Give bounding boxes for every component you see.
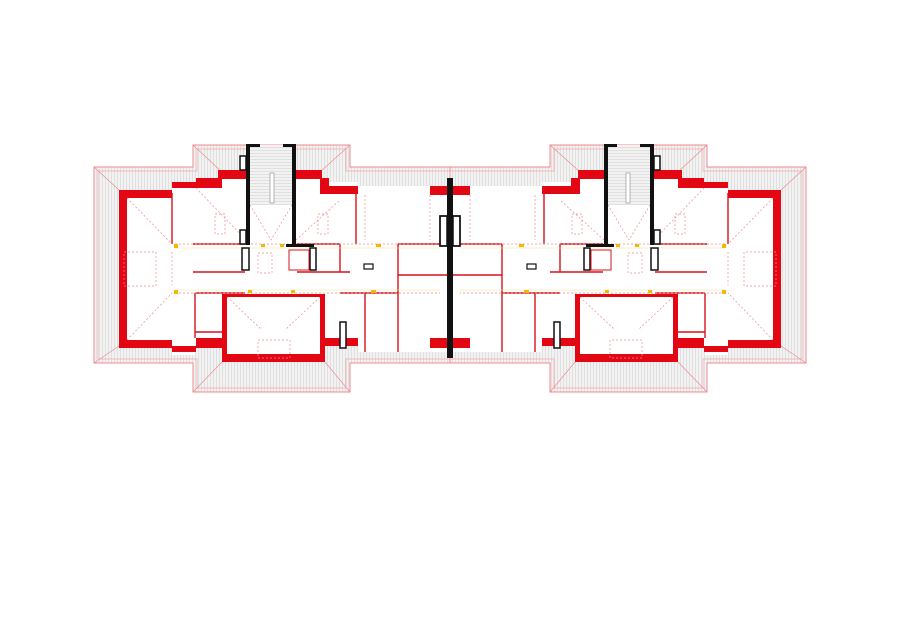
center-chimney (439, 215, 461, 247)
party-wall (447, 178, 453, 358)
right-unit-plan (449, 143, 807, 393)
left-unit-plan (93, 143, 451, 393)
